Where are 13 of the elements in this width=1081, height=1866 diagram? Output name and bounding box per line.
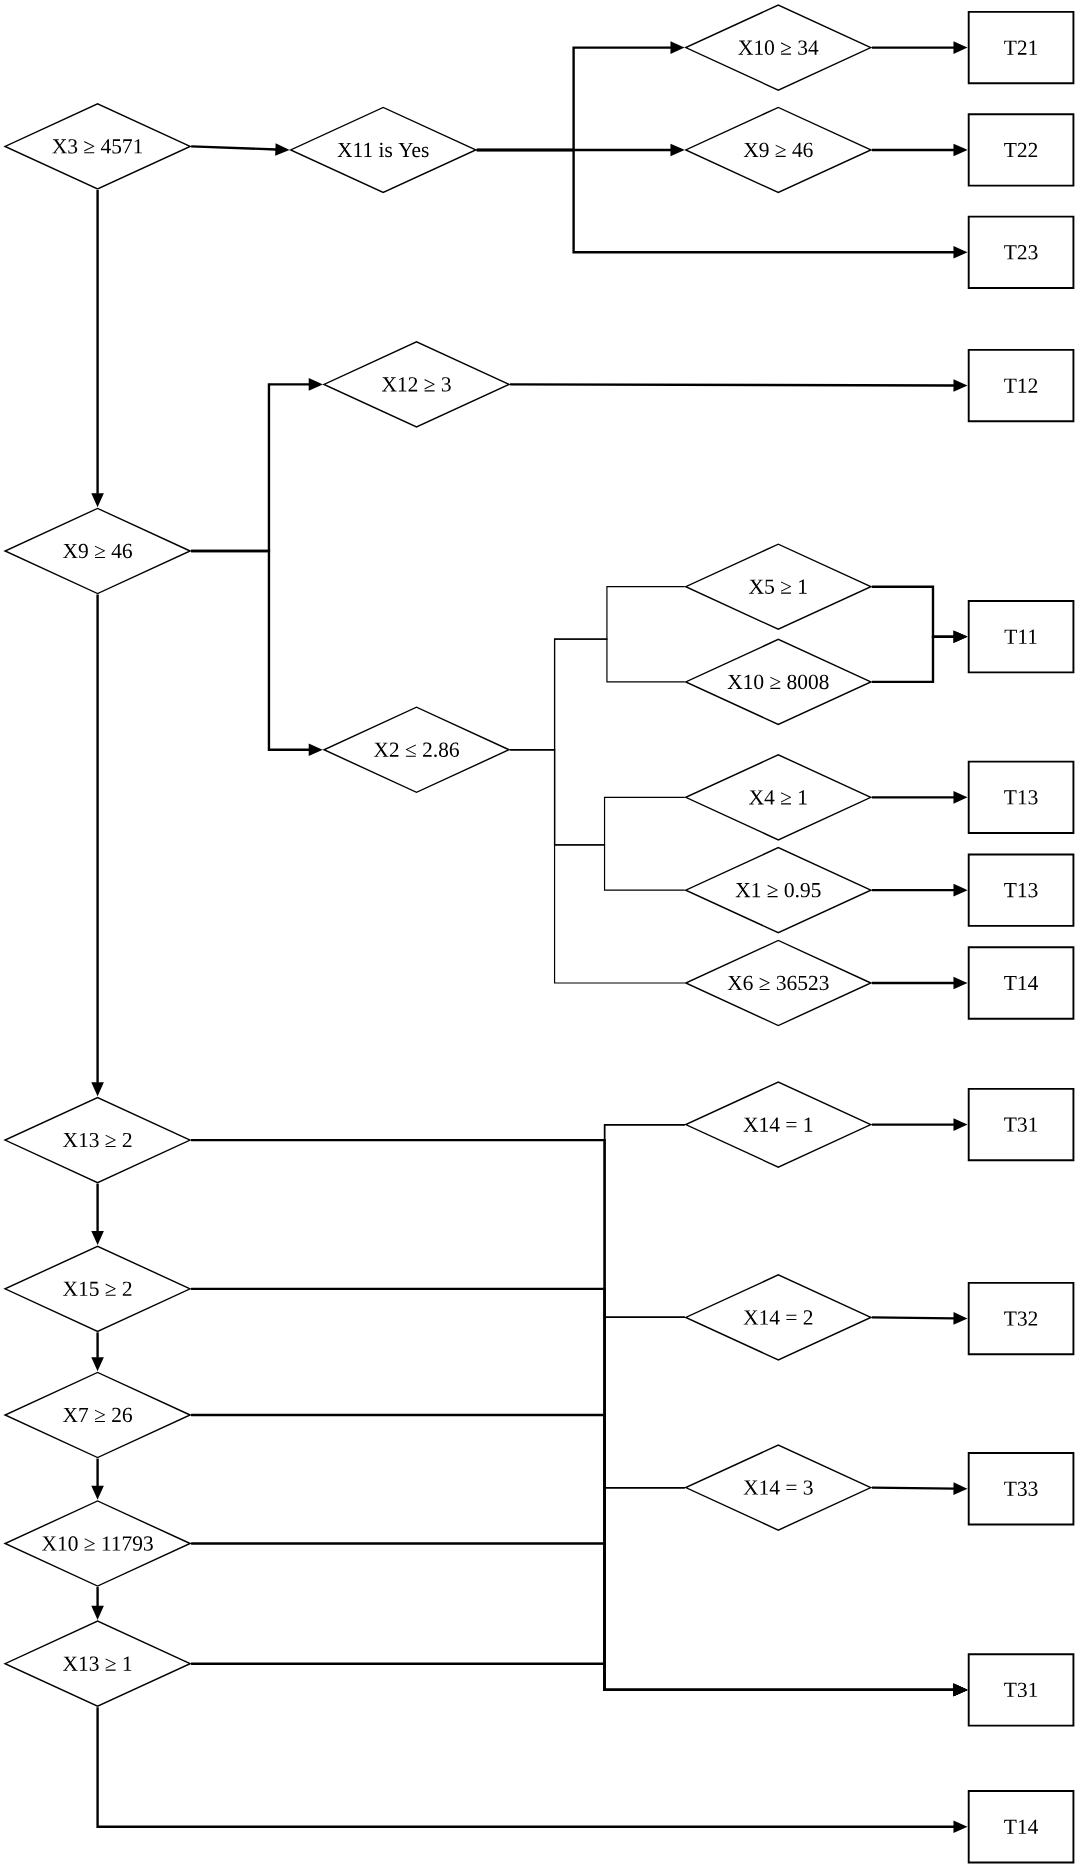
result-box: T12 [967,348,1075,423]
result-box: T23 [967,215,1075,289]
result-box: T13 [967,853,1075,927]
result-box: T32 [967,1281,1075,1356]
result-box: T22 [967,113,1075,187]
result-box: T31 [967,1653,1075,1727]
result-box: T13 [967,760,1075,834]
result-box: T21 [967,10,1075,85]
result-box: T33 [967,1452,1075,1526]
result-box: T11 [967,600,1075,674]
result-box: T14 [967,946,1075,1020]
result-box: T31 [967,1087,1075,1162]
result-box: T14 [967,1790,1075,1864]
